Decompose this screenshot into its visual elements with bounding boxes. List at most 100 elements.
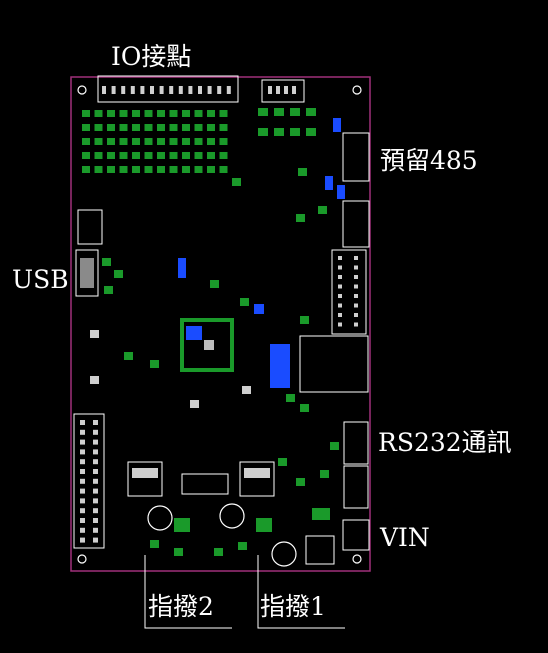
smd-component <box>132 152 140 159</box>
smd-component <box>82 166 90 173</box>
smd-component <box>107 138 115 145</box>
header-pin <box>338 256 342 260</box>
smd-component <box>238 542 247 550</box>
smd-component <box>214 548 223 556</box>
smd-component <box>278 458 287 466</box>
header-pin <box>354 294 358 298</box>
smd-component <box>82 110 90 117</box>
smd-component <box>107 124 115 131</box>
header-pin <box>80 449 85 455</box>
header-pin <box>338 265 342 270</box>
header-pin <box>338 303 342 308</box>
smd-component <box>107 152 115 159</box>
io-pin <box>207 86 212 94</box>
io-pin <box>188 86 193 94</box>
smd-component <box>274 128 284 136</box>
io-pin <box>284 86 288 94</box>
smd-component <box>124 352 133 360</box>
header-pin <box>93 518 98 523</box>
header-pin <box>93 498 98 504</box>
smd-component <box>210 280 219 288</box>
header-pin <box>93 527 98 533</box>
smd-component <box>306 108 316 116</box>
header-pin <box>93 449 98 455</box>
smd-component <box>232 178 241 186</box>
smd-component <box>330 442 339 450</box>
label-vin: VIN <box>380 523 430 552</box>
smd-component <box>182 166 190 173</box>
mcu-chip <box>180 318 234 372</box>
smd-component <box>219 166 228 173</box>
header-pin <box>93 508 98 514</box>
header-pin <box>80 459 85 465</box>
smd-component <box>157 124 165 131</box>
smd-component <box>94 110 103 117</box>
label-rs232: RS232通訊 <box>378 428 512 457</box>
smd-component <box>207 166 215 173</box>
header-pin <box>354 265 358 270</box>
header-pin <box>80 498 85 504</box>
smd-component <box>169 152 178 159</box>
header-pin <box>80 537 85 543</box>
smd-component <box>90 330 99 338</box>
smd-component <box>94 124 103 131</box>
header-pin <box>80 527 85 533</box>
smd-component <box>132 124 140 131</box>
smd-component <box>104 286 113 294</box>
smd-component <box>194 166 203 173</box>
header-pin <box>354 275 358 279</box>
smd-component <box>119 166 128 173</box>
smd-component <box>320 470 329 478</box>
smd-component <box>119 124 128 131</box>
smd-component <box>114 270 123 278</box>
smd-component <box>182 124 190 131</box>
smd-component <box>207 138 215 145</box>
header-pin <box>93 469 98 474</box>
mid-blue-components <box>178 258 290 388</box>
smd-component <box>157 152 165 159</box>
smd-component <box>132 110 140 117</box>
smd-component <box>144 166 153 173</box>
label-dial-1: 指撥1 <box>260 592 326 621</box>
smd-component <box>82 152 90 159</box>
smd-component <box>169 166 178 173</box>
smd-component <box>298 168 307 176</box>
header-pin <box>93 420 98 425</box>
smd-component <box>82 124 90 131</box>
smd-component <box>157 110 165 117</box>
smd-component <box>194 152 203 159</box>
smd-component <box>207 124 215 131</box>
top-component-rows <box>82 108 316 173</box>
header-pin <box>354 303 358 308</box>
smd-component <box>182 152 190 159</box>
io-pin <box>150 86 154 94</box>
header-pin <box>338 322 342 327</box>
smd-component <box>119 152 128 159</box>
header-pin <box>80 508 85 514</box>
smd-component <box>258 128 268 136</box>
header-pin <box>338 313 342 317</box>
header-pin <box>80 420 85 425</box>
header-pin <box>354 313 358 317</box>
left-long-connector-pins <box>80 420 98 543</box>
blue-components-right <box>325 118 345 199</box>
header-pin <box>338 284 342 289</box>
io-pin <box>111 86 116 94</box>
smd-component <box>242 386 251 394</box>
io-pin <box>198 86 202 94</box>
io-pin <box>169 86 174 94</box>
smd-component <box>258 108 268 116</box>
smd-component <box>132 138 140 145</box>
smd-component <box>144 110 153 117</box>
smd-component <box>144 124 153 131</box>
header-pin <box>338 275 342 279</box>
smd-component <box>157 166 165 173</box>
smd-component <box>219 152 228 159</box>
smd-component <box>300 316 309 324</box>
header-pin <box>80 488 85 494</box>
smd-component <box>194 138 203 145</box>
smd-component <box>169 138 178 145</box>
header-pin <box>354 256 358 260</box>
vin-connector <box>305 519 370 565</box>
